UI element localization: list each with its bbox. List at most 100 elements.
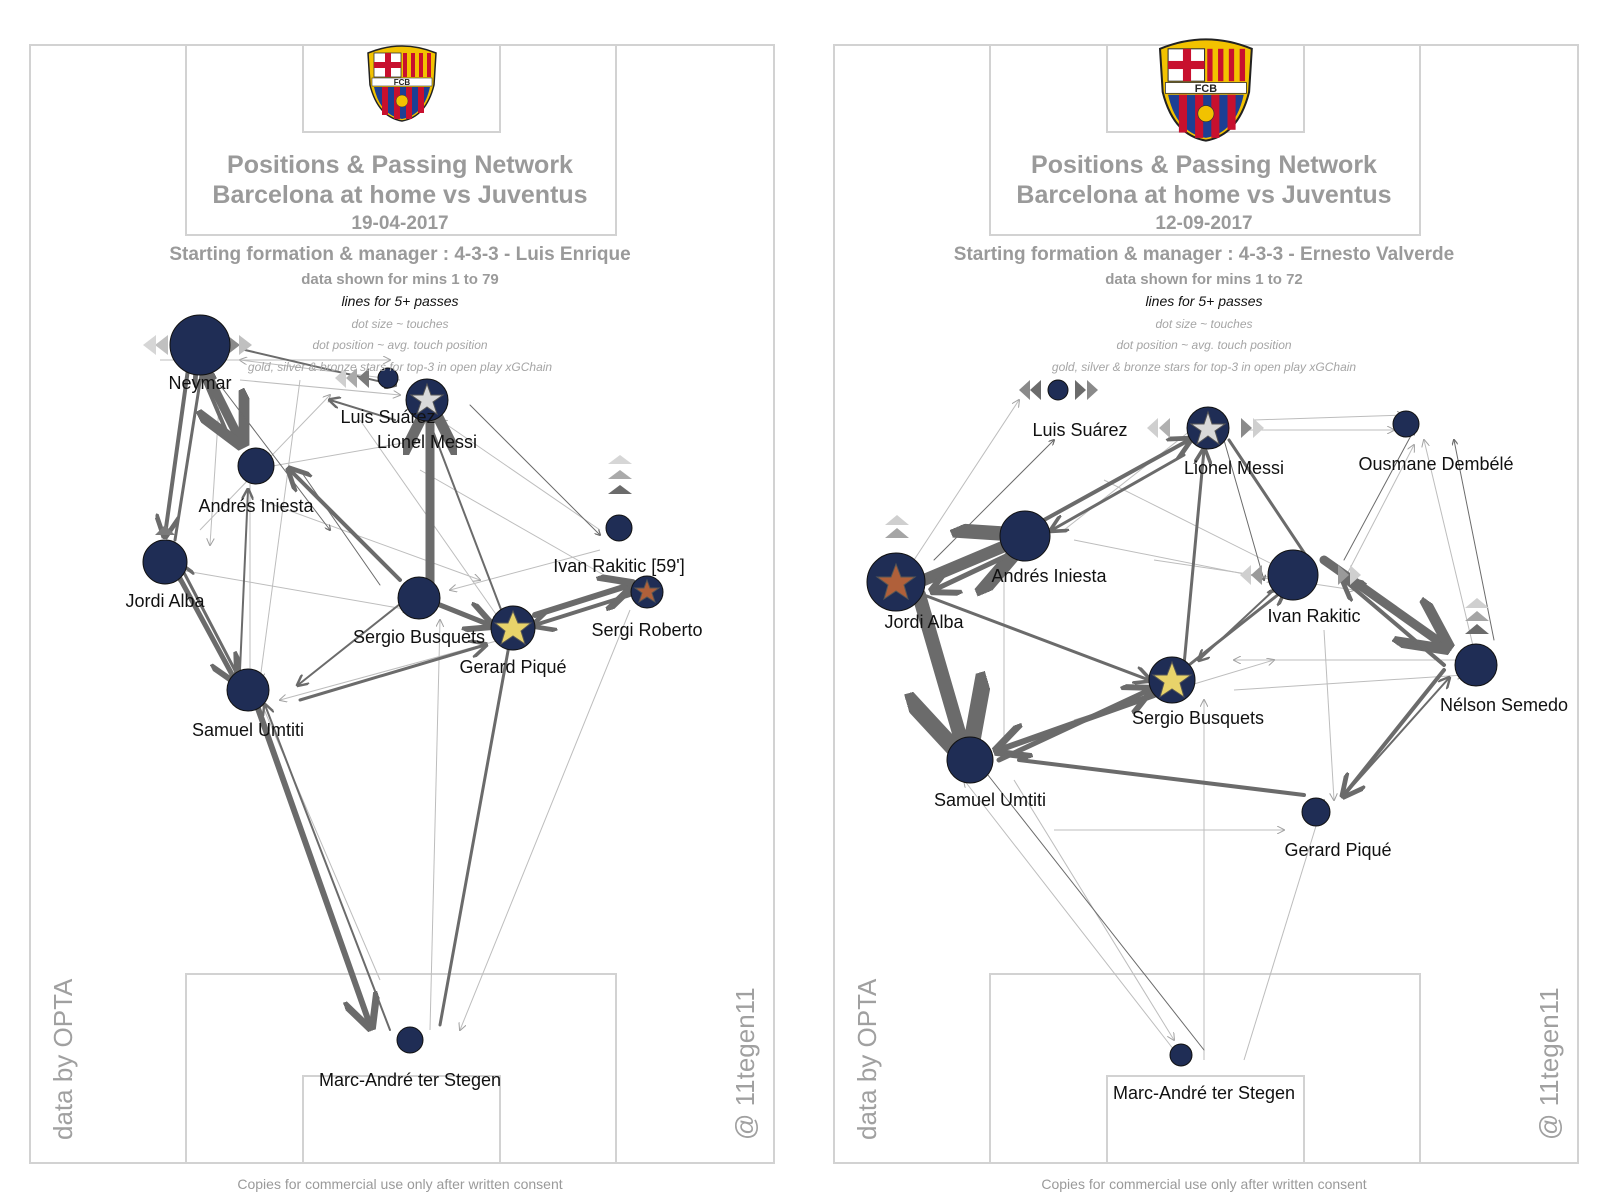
- up-triangle-icon: [1465, 624, 1489, 634]
- data-credit: data by OPTA: [48, 978, 78, 1140]
- panel-2017-09-12: FCB Positions & Passing Network Barcelon…: [804, 0, 1600, 1200]
- player-label: Ousmane Dembélé: [1358, 454, 1514, 474]
- player-dot-pique: [1301, 797, 1331, 827]
- silver-star-icon: [409, 382, 445, 416]
- player-label: Lionel Messi: [376, 432, 478, 452]
- player-label: Luis Suárez: [340, 407, 436, 427]
- player-label: Jordi Alba: [884, 612, 964, 632]
- player-label: Luis Suárez: [1032, 420, 1128, 440]
- left-triangle-icon: [1251, 565, 1262, 585]
- player-dot-semedo: [1454, 643, 1498, 687]
- player-dot-iniesta: [999, 510, 1051, 562]
- up-triangle-icon: [1465, 598, 1489, 608]
- player-dot-alba: [142, 539, 188, 585]
- player-label: Lionel Messi: [1183, 458, 1285, 478]
- author-credit: @ 11tegen11: [730, 987, 760, 1140]
- formation-manager: Starting formation & manager : 4-3-3 - L…: [169, 244, 631, 265]
- dot-size-note: dot size ~ touches: [1155, 317, 1253, 331]
- formation-manager: Starting formation & manager : 4-3-3 - E…: [953, 244, 1455, 265]
- player-dot-busquets: [397, 576, 441, 620]
- left-triangle-icon: [155, 335, 168, 355]
- data-credit: data by OPTA: [852, 978, 882, 1140]
- player-label: Gerard Piqué: [1284, 840, 1392, 860]
- player-dot-rakitic: [1267, 549, 1319, 601]
- right-triangle-icon: [1253, 418, 1264, 438]
- right-triangle-icon: [227, 335, 240, 355]
- up-triangle-icon: [885, 515, 909, 525]
- gold-star-icon: [1151, 660, 1193, 699]
- player-dot-suarez: [1047, 379, 1069, 401]
- player-label: Gerard Piqué: [459, 657, 567, 677]
- title-line-2: Barcelona at home vs Juventus: [1016, 181, 1392, 209]
- player-label: Sergio Busquets: [352, 627, 486, 647]
- up-triangle-icon: [608, 455, 632, 464]
- left-triangle-icon: [1159, 418, 1170, 438]
- left-triangle-icon: [1030, 380, 1041, 400]
- player-label: Nélson Semedo: [1439, 695, 1569, 715]
- stars-note: gold, silver & bronze stars for top-3 in…: [1051, 360, 1357, 374]
- player-dot-ter-stegen: [396, 1026, 424, 1054]
- svg-text:FCB: FCB: [394, 78, 411, 87]
- player-label: Ivan Rakitic: [1267, 606, 1361, 626]
- right-triangle-icon: [1087, 380, 1098, 400]
- player-dot-dembele: [1392, 410, 1420, 438]
- player-dot-iniesta: [237, 447, 275, 485]
- bronze-star-icon: [875, 562, 917, 601]
- right-triangle-icon: [1241, 418, 1252, 438]
- minutes-shown: data shown for mins 1 to 72: [1105, 271, 1303, 288]
- match-date: 12-09-2017: [1155, 213, 1253, 234]
- up-triangle-icon: [608, 470, 632, 479]
- player-label: Marc-André ter Stegen: [1112, 1083, 1296, 1103]
- right-triangle-icon: [1350, 565, 1361, 585]
- author-credit: @ 11tegen11: [1534, 987, 1564, 1140]
- player-dot-neymar: [169, 314, 231, 376]
- right-triangle-icon: [239, 335, 252, 355]
- player-label: Jordi Alba: [125, 591, 205, 611]
- passing-network-diagram-2: FCB: [833, 38, 1579, 1164]
- pitch: [29, 44, 775, 1164]
- match-date: 19-04-2017: [351, 213, 449, 234]
- player-dot-umtiti: [946, 736, 994, 784]
- player-label: Andrés Iniesta: [198, 496, 314, 516]
- left-triangle-icon: [143, 335, 156, 355]
- player-dots-2: [866, 379, 1498, 1067]
- left-triangle-icon: [358, 368, 369, 388]
- player-dot-ter-stegen: [1169, 1043, 1193, 1067]
- lines-note: lines for 5+ passes: [341, 293, 459, 309]
- left-triangle-icon: [346, 368, 357, 388]
- player-label: Marc-André ter Stegen: [318, 1070, 502, 1090]
- right-triangle-icon: [1338, 565, 1349, 585]
- player-label: Samuel Umtiti: [933, 790, 1047, 810]
- player-label: Sergi Roberto: [591, 620, 703, 640]
- stars-note: gold, silver & bronze stars for top-3 in…: [247, 360, 553, 374]
- left-triangle-icon: [335, 368, 346, 388]
- up-triangle-icon: [608, 485, 632, 494]
- gold-star-icon: [493, 609, 533, 646]
- up-triangle-icon: [155, 525, 175, 535]
- player-dot-umtiti: [226, 668, 270, 712]
- fcb-crest-logo: FCB: [1158, 38, 1253, 142]
- up-triangle-icon: [1465, 611, 1489, 621]
- dot-size-note: dot size ~ touches: [351, 317, 449, 331]
- title-line-1: Positions & Passing Network: [1031, 151, 1377, 179]
- player-label: Ivan Rakitic [59']: [553, 556, 685, 576]
- player-label: Samuel Umtiti: [191, 720, 305, 740]
- fcb-crest-logo: FCB: [367, 45, 437, 122]
- left-triangle-icon: [1240, 565, 1251, 585]
- left-triangle-icon: [1147, 418, 1158, 438]
- title-line-2: Barcelona at home vs Juventus: [212, 181, 588, 209]
- dot-position-note: dot position ~ avg. touch position: [1116, 338, 1292, 352]
- player-label: Neymar: [168, 373, 232, 393]
- passing-network-diagram-1: FCB: [29, 44, 775, 1164]
- bronze-star-icon: [633, 578, 661, 604]
- progression-triangles-1: [143, 335, 632, 535]
- up-triangle-icon: [885, 528, 909, 538]
- progression-triangles-2: [885, 380, 1489, 634]
- minutes-shown: data shown for mins 1 to 79: [301, 271, 499, 288]
- silver-star-icon: [1189, 410, 1227, 446]
- right-triangle-icon: [1075, 380, 1086, 400]
- pass-lines-dark: [165, 350, 630, 1030]
- left-triangle-icon: [1019, 380, 1030, 400]
- svg-text:FCB: FCB: [1195, 83, 1217, 95]
- lines-note: lines for 5+ passes: [1145, 293, 1263, 309]
